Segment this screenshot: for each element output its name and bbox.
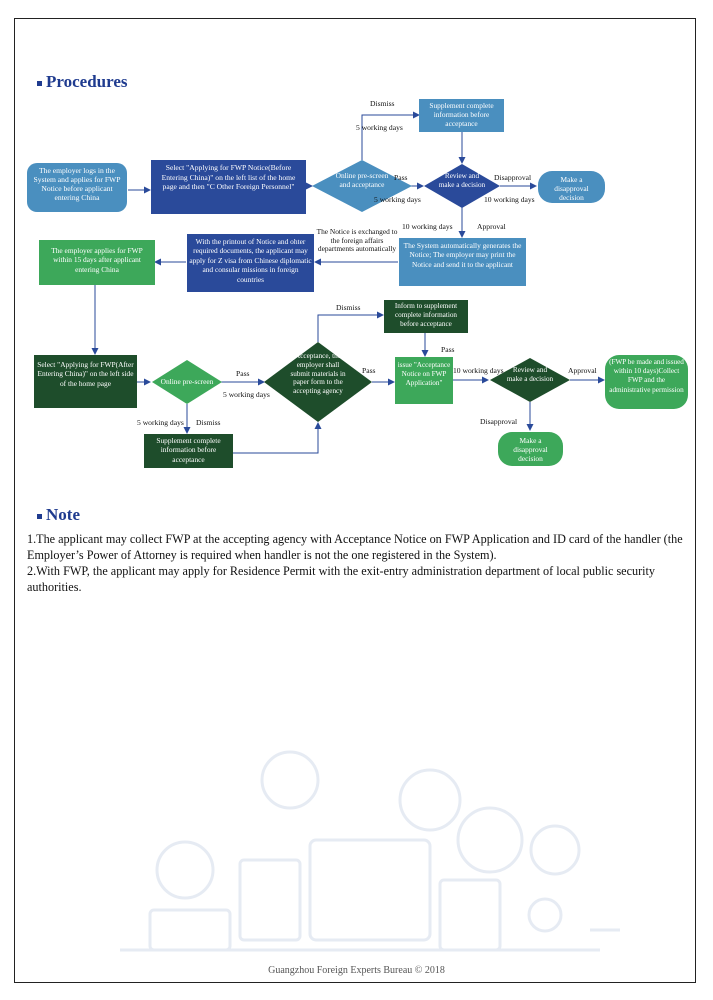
connectors (91, 111, 605, 454)
label-dismiss-3: Dismiss (336, 303, 361, 312)
procedures-title-text: Procedures (46, 72, 128, 91)
node-disapproval-1-text: Make a disapproval decision (554, 175, 589, 202)
node-disapproval-2 (498, 432, 563, 466)
node-supplement-2-text: Supplement complete information before a… (156, 436, 221, 464)
label-dismiss-2: Dismiss (196, 418, 221, 427)
footer-credit: Guangzhou Foreign Experts Bureau © 2018 (268, 965, 445, 976)
node-online-prescreen-text: Online pre-screen (160, 377, 214, 386)
node-system-generates-notice (399, 238, 526, 286)
label-10days-1: 10 working days (484, 195, 535, 204)
edge-labels: Dismiss 5 working days Pass 5 working da… (137, 99, 597, 427)
node-employer-applies-fwp (39, 240, 155, 285)
node-employer-logs-in (27, 163, 127, 212)
label-5days-3: 5 working days (223, 390, 270, 399)
node-acceptance-paper-text: Acceptance, the employer shall submit ma… (290, 352, 346, 396)
node-disapproval-1 (538, 171, 605, 203)
node-supplement-1 (419, 99, 504, 132)
label-notice-exchanged: The Notice is exchanged to the foreign a… (316, 228, 398, 254)
note-heading: Note (37, 505, 80, 525)
bullet-square-icon (37, 513, 42, 519)
node-issue-acceptance-notice-text: issue "Acceptance Notice on FWP Applicat… (397, 361, 451, 388)
label-pass-4: Pass (441, 345, 455, 354)
node-system-generates-notice-text: The System automatically generates the N… (403, 241, 522, 269)
node-select-before-entering-text: Select "Applying for FWP Notice(Before E… (161, 163, 296, 192)
notes-list: 1.The applicant may collect FWP at the a… (27, 531, 692, 595)
node-supplement-1-text: Supplement complete information before a… (429, 101, 494, 128)
label-10days-2: 10 working days (402, 222, 453, 231)
label-pass-2: Pass (236, 369, 250, 378)
node-online-prescreen-acceptance (312, 160, 412, 212)
label-dismiss-1: Dismiss (370, 99, 395, 108)
node-apply-z-visa (187, 234, 314, 292)
node-online-prescreen-acceptance-text: Online pre-screen and acceptance (335, 171, 389, 189)
procedures-heading: Procedures (37, 72, 128, 92)
label-disapproval-2: Disapproval (480, 417, 517, 426)
label-approval-2: Approval (568, 366, 597, 375)
label-5days-1: 5 working days (356, 123, 403, 132)
node-inform-supplement (384, 300, 468, 333)
node-disapproval-2-text: Make a disapproval decision (513, 436, 548, 463)
note-item-1: 1.The applicant may collect FWP at the a… (27, 532, 683, 562)
node-collect-fwp-text: (FWP be made and issued within 10 days)C… (609, 358, 684, 394)
node-employer-logs-in-text: The employer logs in the System and appl… (33, 166, 121, 202)
node-select-before-entering (151, 160, 306, 214)
bullet-square-icon (37, 80, 42, 86)
node-supplement-2 (144, 434, 233, 468)
node-online-prescreen (152, 360, 222, 404)
node-acceptance-paper (264, 342, 372, 422)
node-issue-acceptance-notice (395, 357, 453, 404)
node-review-decision-1-text: Review and make a decision (438, 172, 486, 189)
node-review-decision-2 (490, 358, 570, 402)
note-title-text: Note (46, 505, 80, 524)
node-select-after-entering (34, 355, 137, 408)
node-apply-z-visa-text: With the printout of Notice and ohter re… (189, 237, 312, 284)
label-5days-2: 5 working days (374, 195, 421, 204)
label-approval-1: Approval (477, 222, 506, 231)
note-item-2: 2.With FWP, the applicant may apply for … (27, 564, 656, 594)
node-employer-applies-fwp-text: The employer applies for FWP within 15 d… (51, 246, 143, 274)
label-pass-1: Pass (394, 173, 408, 182)
node-collect-fwp (605, 355, 688, 409)
node-select-after-entering-text: Select "Applying for FWP(After Entering … (37, 360, 134, 388)
label-5days-4: 5 working days (137, 418, 184, 427)
label-pass-3: Pass (362, 366, 376, 375)
label-disapproval-1: Disapproval (494, 173, 531, 182)
flowchart: The employer logs in the System and appl… (27, 99, 688, 468)
node-review-decision-1 (424, 164, 500, 208)
label-10days-3: 10 working days (453, 366, 504, 375)
node-inform-supplement-text: Inform to supplement complete informatio… (394, 302, 458, 328)
node-review-decision-2-text: Review and make a decision (506, 366, 554, 383)
